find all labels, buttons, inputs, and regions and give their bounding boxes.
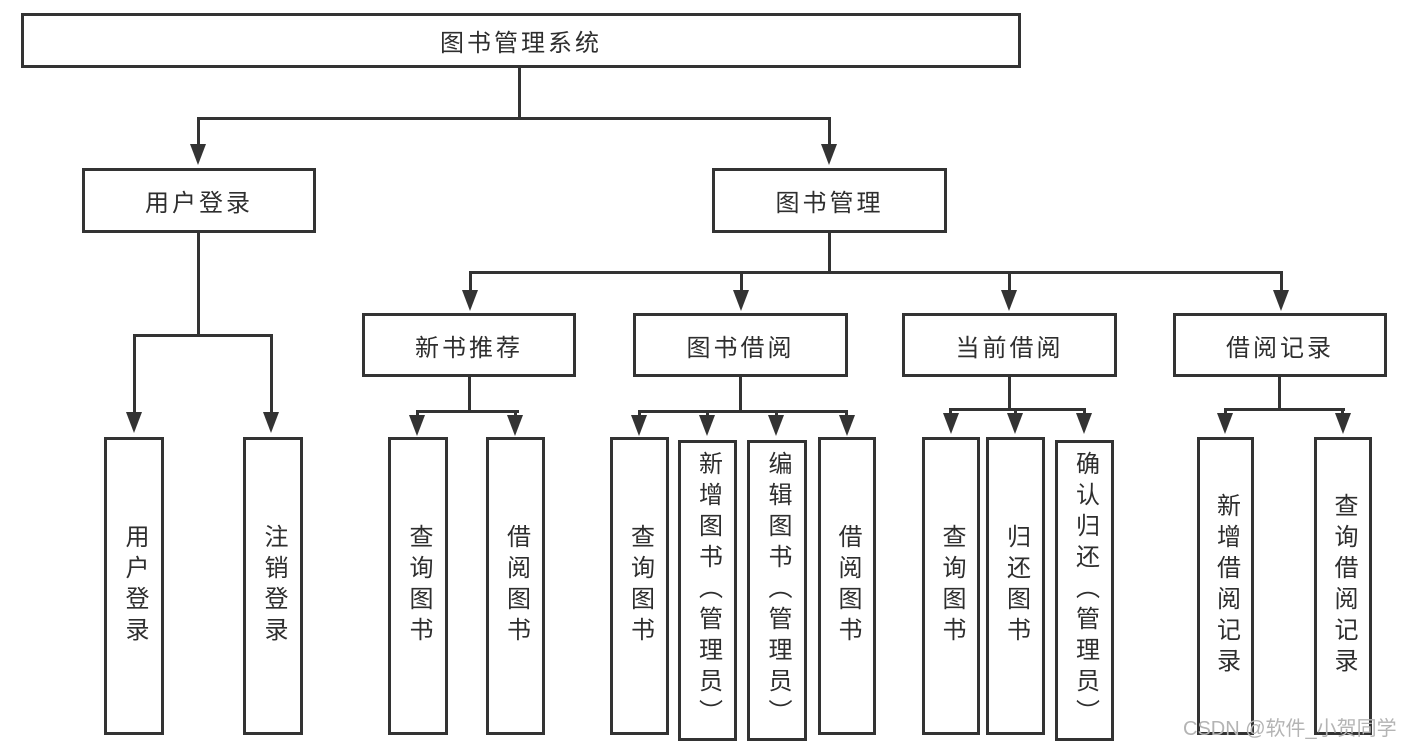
leaf-borrow-books-borrow: 借阅图书 bbox=[818, 437, 876, 735]
leaf-confirm-return-admin: 确认归还（管理员） bbox=[1055, 440, 1114, 741]
leaf-query-books-current-label: 查询图书 bbox=[938, 524, 965, 648]
leaf-query-books-borrow: 查询图书 bbox=[610, 437, 669, 735]
connector-arrow bbox=[1217, 413, 1233, 434]
leaf-user-login: 用户登录 bbox=[104, 437, 164, 735]
connector-vline bbox=[1083, 408, 1086, 415]
connector-vline bbox=[469, 271, 472, 293]
leaf-query-borrow-record: 查询借阅记录 bbox=[1314, 437, 1372, 735]
connector-hline bbox=[469, 271, 1283, 274]
connector-hline bbox=[416, 410, 519, 413]
leaf-logout: 注销登录 bbox=[243, 437, 303, 735]
connector-arrow bbox=[943, 413, 959, 434]
connector-vline bbox=[1014, 408, 1017, 415]
connector-arrow bbox=[1076, 413, 1092, 434]
node-borrow-records-label: 借阅记录 bbox=[1226, 334, 1334, 362]
connector-arrow bbox=[190, 144, 206, 165]
connector-hline bbox=[197, 117, 831, 120]
leaf-query-books-recommend-label: 查询图书 bbox=[405, 524, 432, 648]
leaf-borrow-books-borrow-label: 借阅图书 bbox=[834, 524, 861, 648]
node-book-management: 图书管理 bbox=[712, 168, 947, 233]
node-user-login: 用户登录 bbox=[82, 168, 316, 233]
connector-vline bbox=[638, 410, 641, 417]
connector-vline bbox=[739, 377, 742, 413]
connector-arrow bbox=[126, 412, 142, 433]
connector-arrow bbox=[839, 415, 855, 436]
node-root: 图书管理系统 bbox=[21, 13, 1021, 68]
node-user-login-label: 用户登录 bbox=[145, 190, 253, 217]
node-new-book-recommend: 新书推荐 bbox=[362, 313, 576, 377]
connector-vline bbox=[1341, 408, 1344, 415]
connector-arrow bbox=[1007, 413, 1023, 434]
leaf-confirm-return-admin-label: 确认归还（管理员） bbox=[1071, 451, 1099, 730]
connector-vline bbox=[1278, 377, 1281, 411]
connector-arrow bbox=[409, 415, 425, 436]
leaf-add-books-admin-label: 新增图书（管理员） bbox=[694, 451, 722, 730]
connector-arrow bbox=[733, 290, 749, 311]
leaf-query-books-borrow-label: 查询图书 bbox=[626, 524, 654, 648]
connector-vline bbox=[828, 233, 831, 274]
leaf-logout-label: 注销登录 bbox=[260, 524, 287, 648]
connector-arrow bbox=[631, 415, 647, 436]
connector-vline bbox=[468, 377, 471, 413]
connector-vline bbox=[949, 408, 952, 415]
leaf-edit-books-admin-label: 编辑图书（管理员） bbox=[764, 451, 791, 730]
connector-hline bbox=[638, 410, 848, 413]
connector-arrow bbox=[507, 415, 523, 436]
connector-vline bbox=[1008, 377, 1011, 411]
leaf-add-borrow-record: 新增借阅记录 bbox=[1197, 437, 1254, 735]
connector-hline bbox=[133, 334, 273, 337]
leaf-query-books-recommend: 查询图书 bbox=[388, 437, 448, 735]
leaf-borrow-books-recommend: 借阅图书 bbox=[486, 437, 545, 735]
connector-arrow bbox=[699, 415, 715, 436]
leaf-query-borrow-record-label: 查询借阅记录 bbox=[1330, 493, 1357, 679]
connector-vline bbox=[133, 334, 136, 414]
connector-arrow bbox=[1273, 290, 1289, 311]
node-new-book-recommend-label: 新书推荐 bbox=[415, 334, 523, 362]
connector-hline bbox=[1224, 408, 1345, 411]
connector-vline bbox=[1008, 271, 1011, 293]
connector-hline bbox=[949, 408, 1086, 411]
node-borrow-records: 借阅记录 bbox=[1173, 313, 1387, 377]
node-root-label: 图书管理系统 bbox=[440, 30, 602, 57]
node-book-borrow-label: 图书借阅 bbox=[686, 334, 795, 362]
connector-vline bbox=[518, 68, 521, 119]
node-current-borrow-label: 当前借阅 bbox=[955, 334, 1064, 362]
connector-vline bbox=[514, 410, 517, 417]
connector-vline bbox=[197, 117, 200, 147]
connector-vline bbox=[197, 233, 200, 336]
connector-vline bbox=[740, 271, 743, 293]
leaf-return-books-label: 归还图书 bbox=[1002, 524, 1030, 648]
connector-vline bbox=[1224, 408, 1227, 415]
connector-vline bbox=[706, 410, 709, 417]
node-current-borrow: 当前借阅 bbox=[902, 313, 1117, 377]
leaf-user-login-label: 用户登录 bbox=[121, 524, 148, 648]
connector-arrow bbox=[263, 412, 279, 433]
connector-vline bbox=[270, 334, 273, 414]
leaf-edit-books-admin: 编辑图书（管理员） bbox=[747, 440, 807, 741]
connector-vline bbox=[828, 117, 831, 147]
leaf-borrow-books-recommend-label: 借阅图书 bbox=[502, 524, 530, 648]
connector-vline bbox=[845, 410, 848, 417]
node-book-management-label: 图书管理 bbox=[775, 190, 884, 217]
leaf-return-books: 归还图书 bbox=[986, 437, 1045, 735]
connector-arrow bbox=[1335, 413, 1351, 434]
leaf-add-borrow-record-label: 新增借阅记录 bbox=[1212, 493, 1240, 679]
connector-arrow bbox=[821, 144, 837, 165]
connector-vline bbox=[416, 410, 419, 417]
connector-vline bbox=[1280, 271, 1283, 293]
leaf-query-books-current: 查询图书 bbox=[922, 437, 980, 735]
csdn-watermark: CSDN @软件_小贺同学 bbox=[1183, 718, 1397, 740]
connector-arrow bbox=[768, 415, 784, 436]
leaf-add-books-admin: 新增图书（管理员） bbox=[678, 440, 737, 741]
connector-arrow bbox=[462, 290, 478, 311]
connector-vline bbox=[775, 410, 778, 417]
node-book-borrow: 图书借阅 bbox=[633, 313, 848, 377]
connector-arrow bbox=[1001, 290, 1017, 311]
